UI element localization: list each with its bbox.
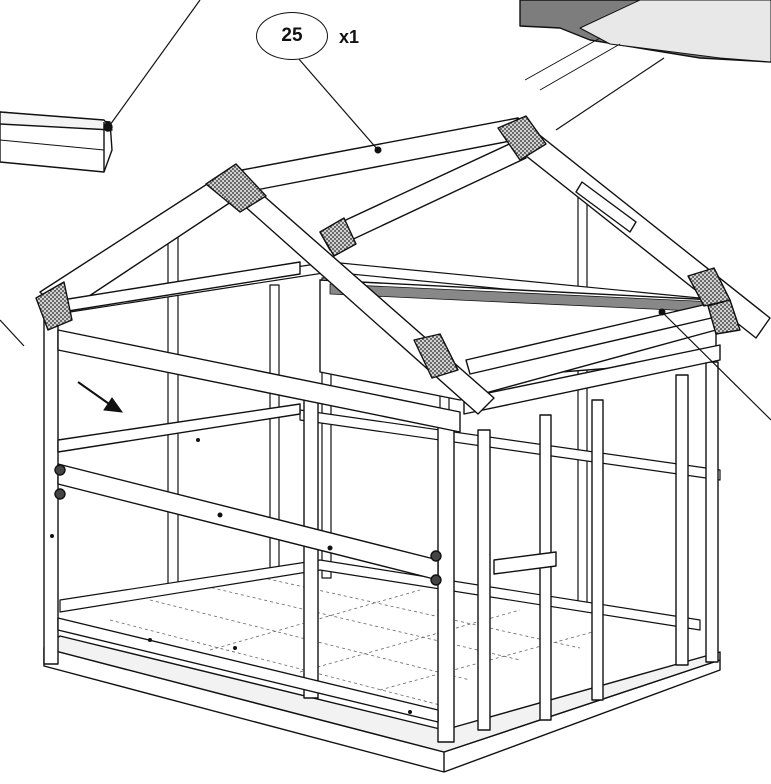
ceiling-deck — [319, 279, 717, 401]
floor-base — [43, 635, 721, 773]
front-wall-frame — [43, 307, 461, 743]
leader-lines — [0, 0, 771, 421]
part-quantity: x1 — [339, 27, 360, 47]
back-wall-frame — [59, 189, 721, 631]
arrow-icon — [77, 381, 124, 413]
part-number-callout: 25 — [256, 12, 328, 60]
roof-panel-piece — [519, 0, 771, 91]
corner-brackets — [35, 115, 741, 379]
part-number: 25 — [281, 25, 303, 46]
roof-handle — [575, 181, 637, 233]
loose-beam-piece — [0, 111, 113, 173]
